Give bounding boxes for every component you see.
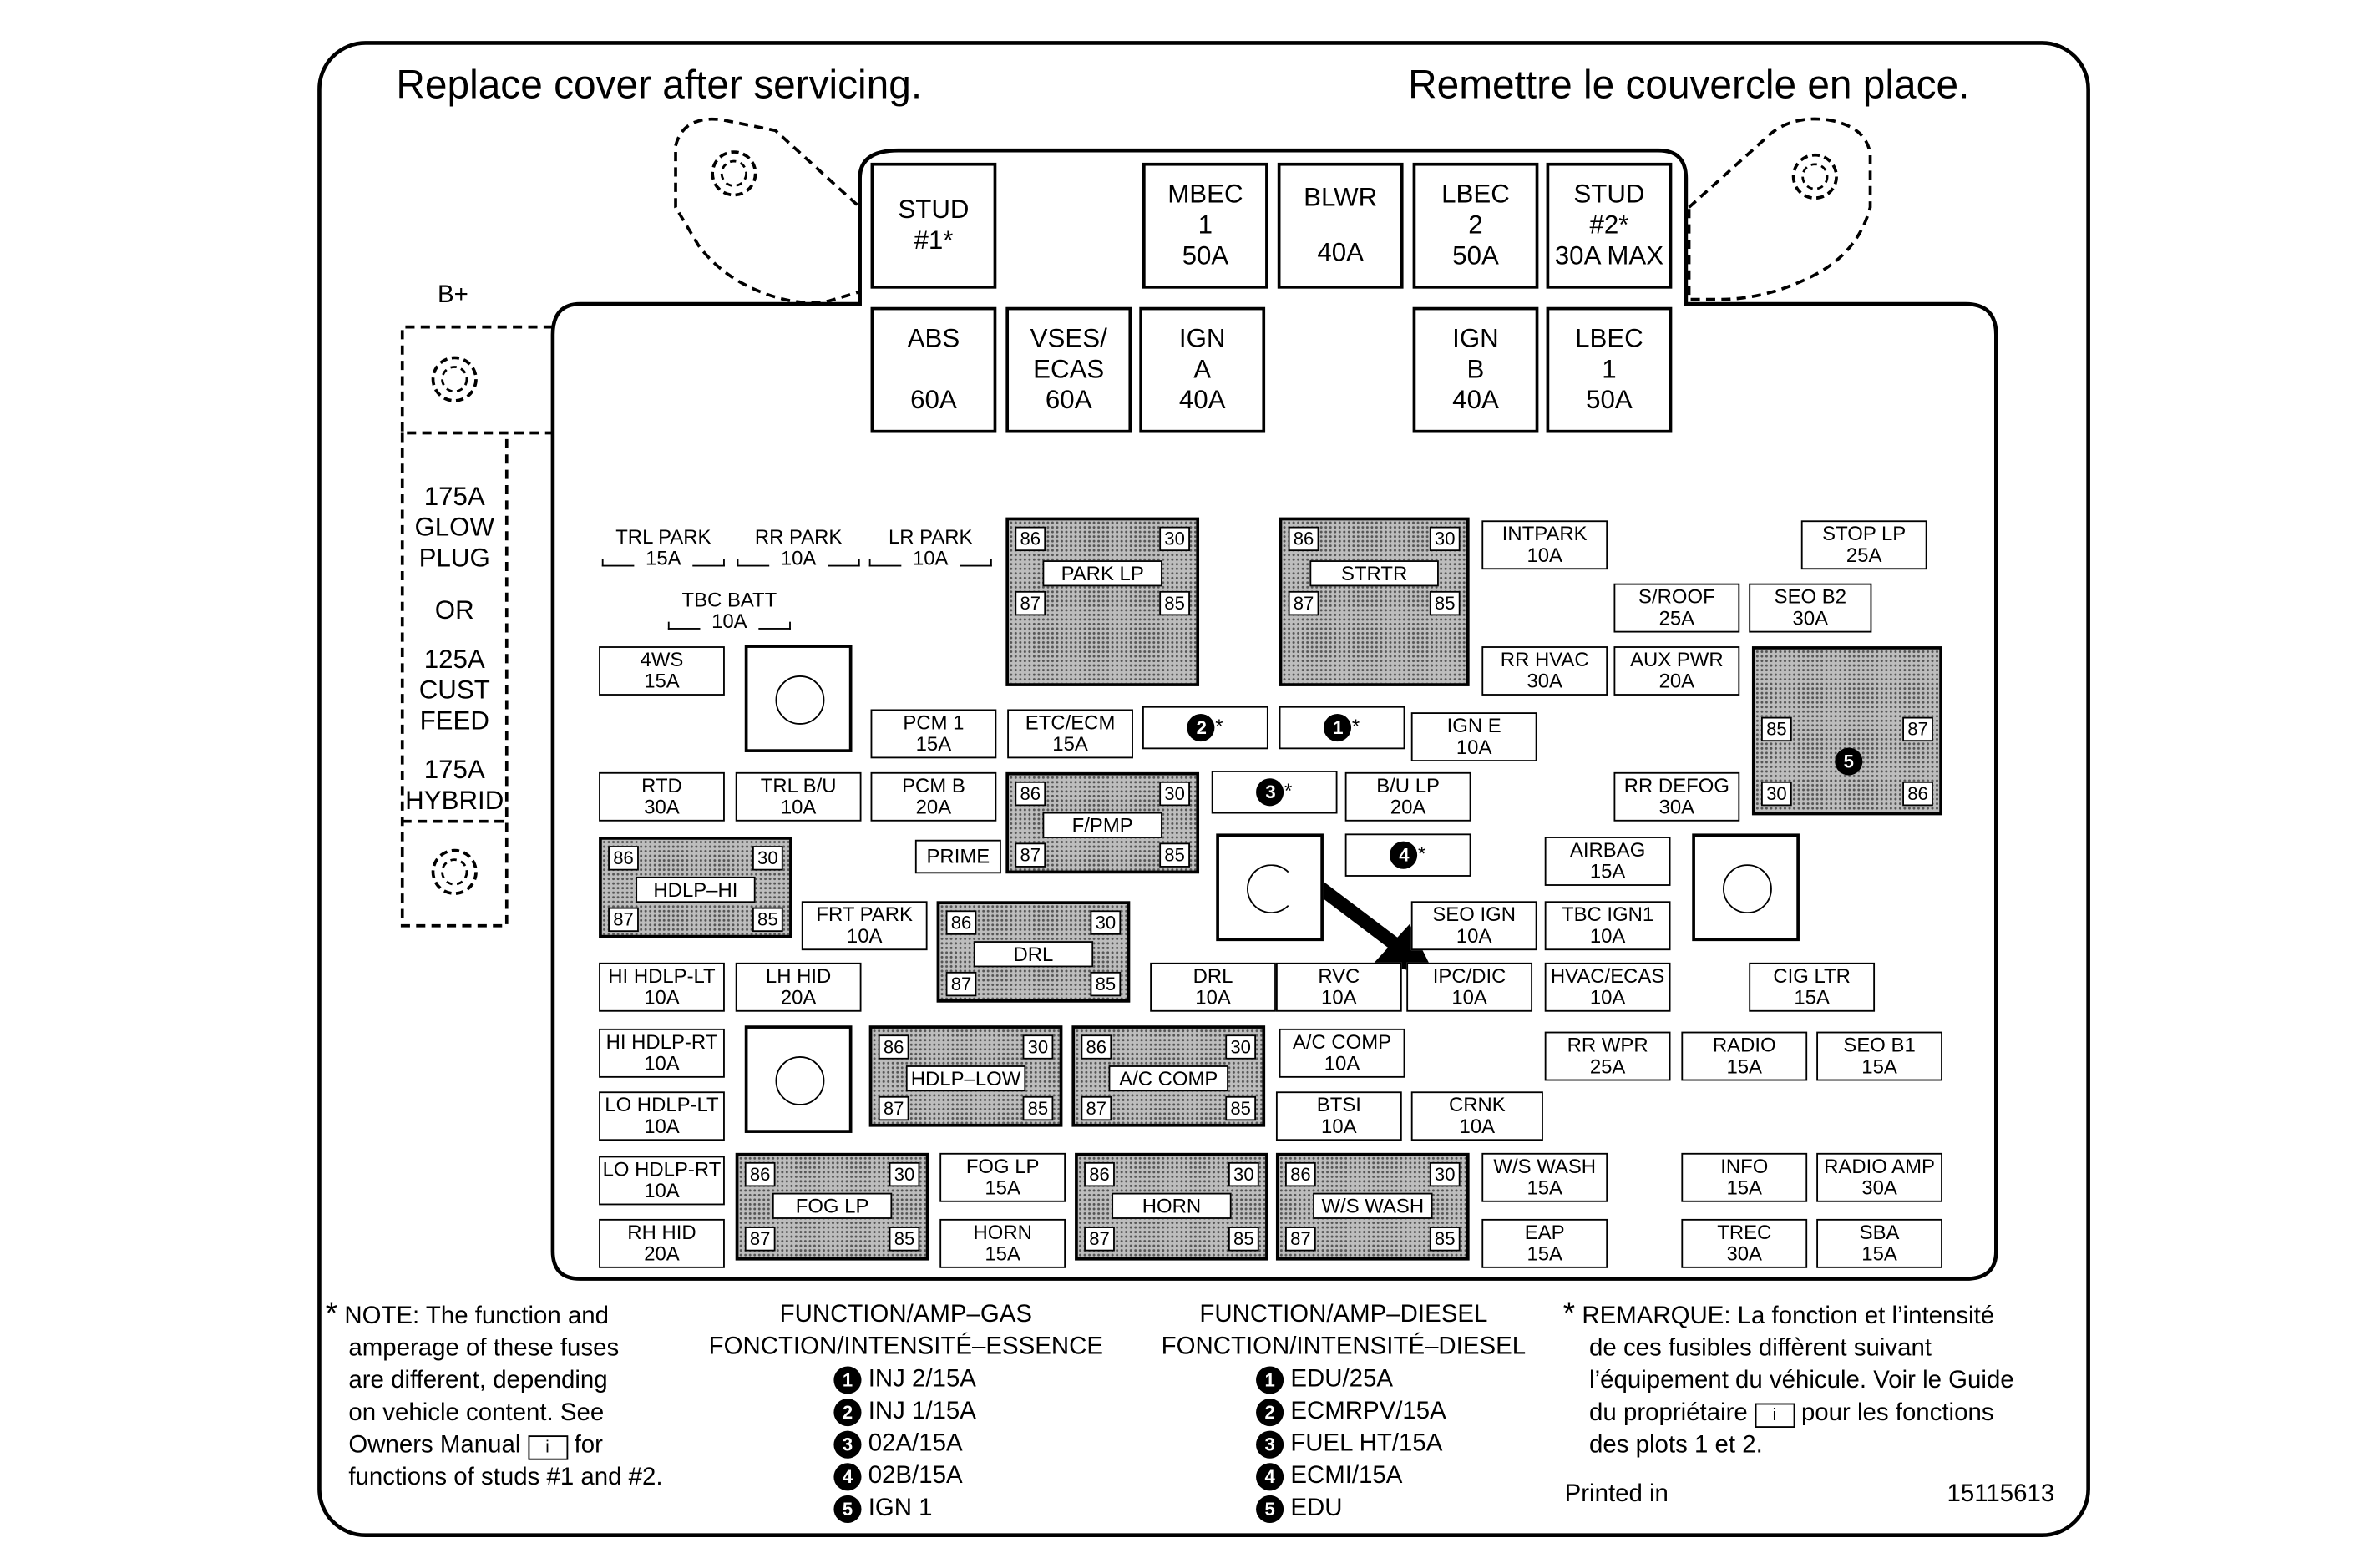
diesel-table: FUNCTION/AMP–DIESEL FONCTION/INTENSITÉ–D… (1161, 1302, 1527, 1361)
part-number: 15115613 (1947, 1481, 2055, 1508)
gas-table: FUNCTION/AMP–GAS FONCTION/INTENSITÉ–ESSE… (708, 1302, 1104, 1361)
stud1-box: STUD#1* (870, 162, 997, 289)
note-fr: * REMARQUE: La fonction et l’intensité d… (1562, 1297, 2014, 1459)
socket-hole (1216, 833, 1324, 942)
slot-3: 3* (1211, 771, 1338, 814)
slot-2: 2* (1142, 706, 1268, 750)
marker-5: 5 (1835, 747, 1863, 776)
header-left: Replace cover after servicing. (396, 61, 923, 108)
socket-hole (1692, 833, 1800, 942)
diesel-list: 1 EDU/25A 2 ECMRPV/15A 3 FUEL HT/15A 4 E… (1256, 1363, 1517, 1525)
header-right: Remettre le couvercle en place. (1408, 61, 1970, 108)
manual-icon: i (1754, 1403, 1795, 1428)
slot-4: 4* (1344, 833, 1471, 877)
socket-hole (744, 645, 853, 752)
bplus-label: B+ (438, 282, 468, 309)
printed-in: Printed in (1564, 1481, 1669, 1508)
socket-hole (744, 1025, 853, 1133)
gas-list: 1 INJ 2/15A 2 INJ 1/15A 3 02A/15A 4 02B/… (833, 1363, 1079, 1525)
manual-icon: i (527, 1435, 568, 1460)
stud2-box: STUD#2*30A MAX (1546, 162, 1673, 289)
prime-label: PRIME (914, 839, 1001, 874)
slot-1: 1* (1279, 706, 1405, 750)
note-en: * NOTE: The function and amperage of the… (325, 1297, 663, 1491)
